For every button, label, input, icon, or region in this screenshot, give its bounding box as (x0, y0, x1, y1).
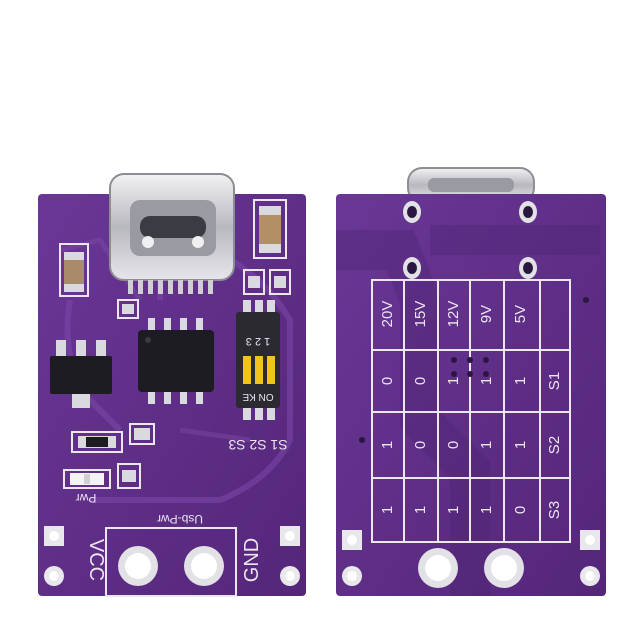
table-cell: 0 (412, 441, 429, 449)
table-cell: 1 (445, 506, 462, 514)
front-pin-strip (44, 526, 300, 597)
switch-row-label-s2: S2 (546, 436, 563, 454)
resistor-group-bottom (71, 423, 155, 489)
switch-row-s3: 1 1 1 1 0 (379, 506, 529, 514)
table-cell: 1 (512, 441, 529, 449)
back-board: 20V 15V 12V 9V 5V S1 S2 S3 0 0 1 1 1 1 0… (336, 167, 606, 596)
usb-pwr-label: Usb-Pwr (157, 512, 203, 526)
switch-number-2: 2 (255, 335, 261, 347)
table-cell: 1 (412, 506, 429, 514)
switch-row-label-s1: S1 (546, 372, 563, 390)
capacitor-right (253, 199, 287, 259)
usb-c-connector (109, 173, 235, 294)
regulator-chip (50, 340, 112, 408)
voltage-header: 20V (379, 301, 396, 328)
table-cell: 0 (512, 506, 529, 514)
switch-number-1: 1 (264, 335, 270, 347)
table-cell: 0 (445, 441, 462, 449)
table-cell: 1 (512, 377, 529, 385)
back-mount-pads (403, 201, 537, 279)
gnd-label: GND (241, 538, 263, 582)
switch-on-label: ON KE (242, 391, 273, 402)
front-pcb (38, 194, 306, 596)
usb-c-connector-back (407, 167, 535, 203)
voltage-table (371, 279, 571, 543)
front-board: 1 2 3 ON KE S1 S2 S3 Pwr Usb-Pwr (38, 173, 306, 597)
switch-row-label-s3: S3 (546, 501, 563, 519)
table-cell: 1 (478, 441, 495, 449)
controller-chip (138, 318, 214, 404)
switch-names-label: S1 S2 S3 (228, 437, 287, 453)
voltage-headers: 20V 15V 12V 9V 5V (379, 301, 529, 328)
switch-row-s2: 1 0 0 1 1 (379, 441, 529, 449)
switch-row-s1: 0 0 1 1 1 (379, 377, 529, 385)
capacitor-left (59, 243, 89, 297)
dip-switch: 1 2 3 ON KE (236, 300, 280, 420)
back-pin-strip (342, 530, 600, 588)
voltage-header: 15V (412, 301, 429, 328)
table-cell: 1 (379, 441, 396, 449)
table-cell: 1 (478, 377, 495, 385)
power-led (63, 469, 111, 489)
switch-number-3: 3 (246, 335, 252, 347)
table-cell: 1 (478, 506, 495, 514)
resistor-group-top (117, 269, 291, 319)
table-cell: 0 (412, 377, 429, 385)
vcc-label: VCC (85, 539, 107, 581)
table-cell: 1 (379, 506, 396, 514)
switch-numbers: 1 2 3 (246, 335, 271, 347)
voltage-header: 9V (478, 305, 495, 323)
voltage-header: 5V (512, 305, 529, 323)
back-vias (359, 297, 589, 443)
table-cell: 0 (379, 377, 396, 385)
voltage-header: 12V (445, 301, 462, 328)
table-cell: 1 (445, 377, 462, 385)
pwr-label: Pwr (76, 491, 97, 505)
